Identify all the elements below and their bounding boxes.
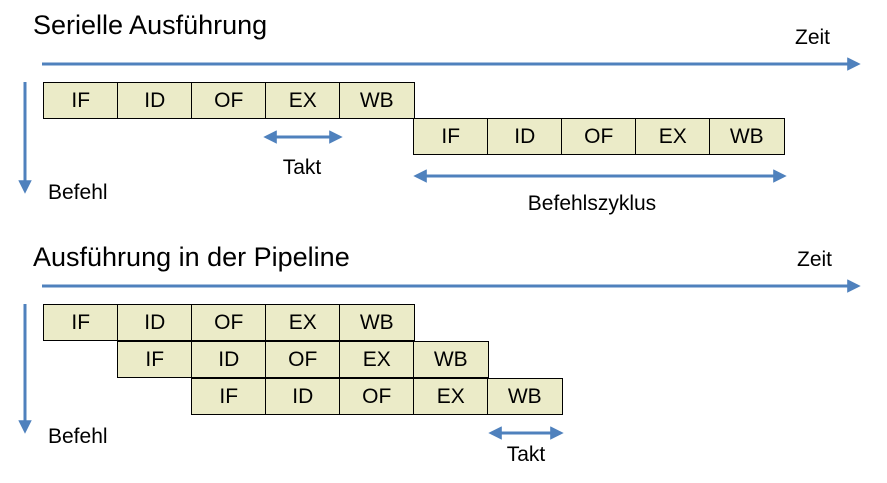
- stage-cell-of: OF: [339, 378, 415, 415]
- pipeline-section-title: Ausführung in der Pipeline: [33, 242, 350, 272]
- serial-time-label: Zeit: [795, 26, 831, 49]
- serial-instruction1-row: IF ID OF EX WB: [43, 82, 415, 119]
- serial-takt-label: Takt: [282, 156, 322, 179]
- stage-cell-of: OF: [191, 82, 267, 119]
- stage-cell-ex: EX: [265, 304, 341, 341]
- stage-cell-wb: WB: [487, 378, 563, 415]
- stage-cell-id: ID: [117, 82, 193, 119]
- stage-cell-if: IF: [191, 378, 267, 415]
- stage-cell-id: ID: [265, 378, 341, 415]
- stage-cell-of: OF: [191, 304, 267, 341]
- stage-cell-id: ID: [191, 341, 267, 378]
- stage-cell-id: ID: [117, 304, 193, 341]
- stage-cell-ex: EX: [635, 118, 711, 155]
- stage-cell-ex: EX: [265, 82, 341, 119]
- stage-cell-if: IF: [117, 341, 193, 378]
- stage-cell-if: IF: [43, 304, 119, 341]
- pipeline-instruction-label: Befehl: [48, 425, 108, 448]
- serial-instruction2-row: IF ID OF EX WB: [413, 118, 785, 155]
- stage-cell-wb: WB: [413, 341, 489, 378]
- stage-cell-if: IF: [43, 82, 119, 119]
- pipeline-time-label: Zeit: [797, 248, 833, 271]
- stage-cell-of: OF: [561, 118, 637, 155]
- stage-cell-ex: EX: [413, 378, 489, 415]
- stage-cell-wb: WB: [339, 82, 415, 119]
- pipeline-instruction1-row: IF ID OF EX WB: [43, 304, 415, 341]
- stage-cell-ex: EX: [339, 341, 415, 378]
- pipeline-takt-label: Takt: [506, 443, 546, 466]
- stage-cell-wb: WB: [339, 304, 415, 341]
- serial-cycle-label: Befehlszyklus: [527, 192, 657, 215]
- stage-cell-id: ID: [487, 118, 563, 155]
- pipeline-instruction2-row: IF ID OF EX WB: [117, 341, 489, 378]
- serial-instruction-label: Befehl: [48, 181, 108, 204]
- stage-cell-if: IF: [413, 118, 489, 155]
- pipeline-instruction3-row: IF ID OF EX WB: [191, 378, 563, 415]
- stage-cell-wb: WB: [709, 118, 785, 155]
- stage-cell-of: OF: [265, 341, 341, 378]
- serial-section-title: Serielle Ausführung: [33, 10, 268, 40]
